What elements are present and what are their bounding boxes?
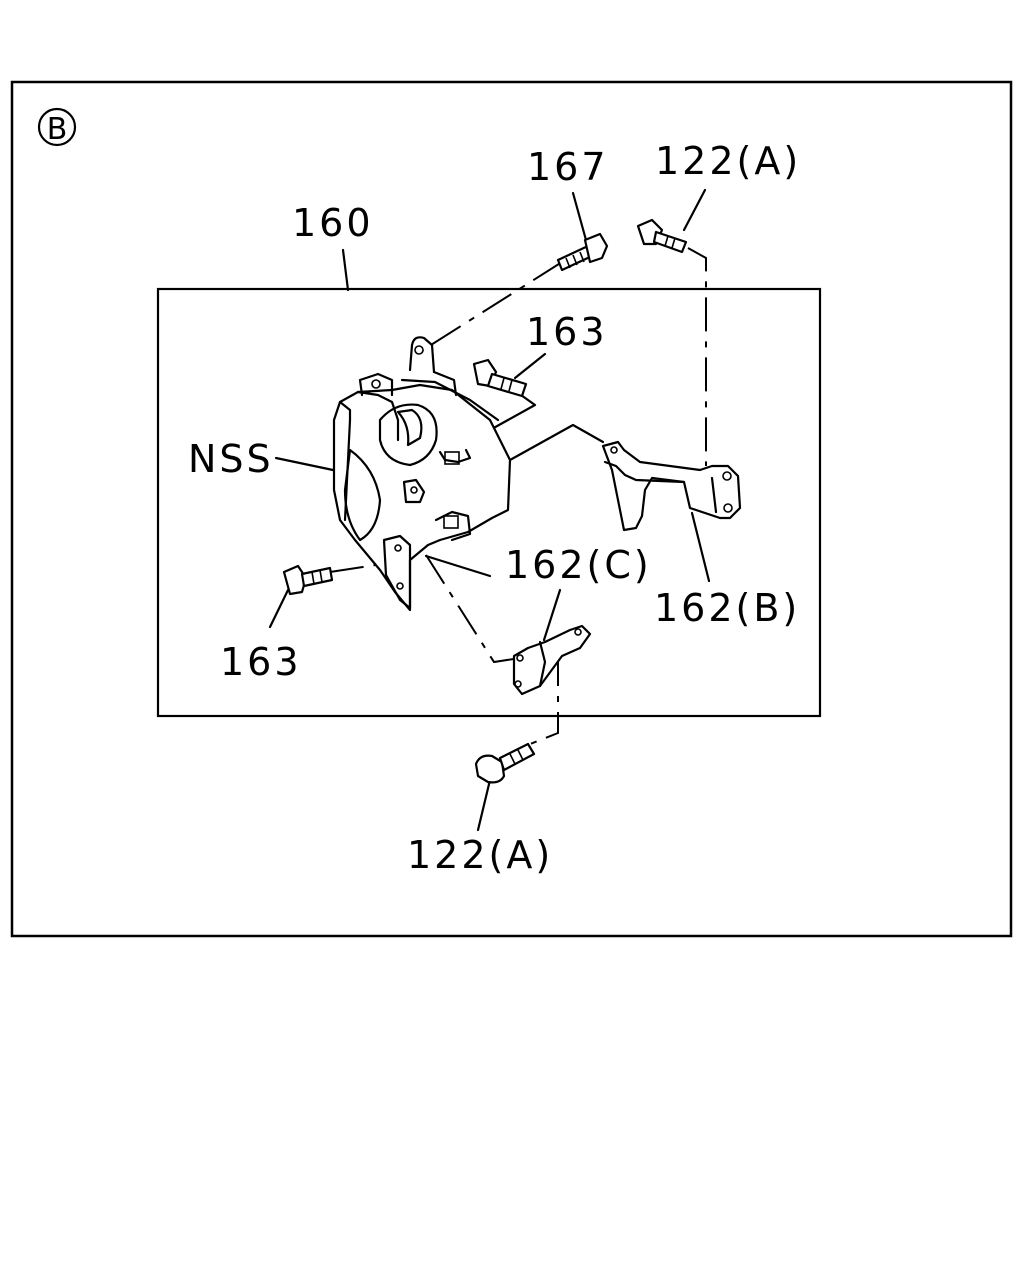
assembly-box-160 — [156, 287, 822, 718]
bracket-162b — [601, 440, 742, 532]
bolt-163-top — [472, 358, 528, 398]
fastener-centerlines — [329, 247, 707, 749]
bracket-162c — [512, 624, 592, 696]
label-162b: 162(B) — [654, 586, 800, 630]
outer-frame — [10, 80, 1013, 938]
label-163-bottom: 163 — [220, 640, 302, 684]
label-167: 167 — [527, 145, 609, 189]
bolt-167 — [556, 232, 609, 272]
bolt-122a-top — [636, 218, 688, 254]
label-122a-top: 122(A) — [655, 139, 801, 183]
leader-lines — [268, 188, 711, 832]
section-marker: B — [37, 107, 77, 147]
label-160: 160 — [292, 201, 374, 245]
bolt-163-bottom — [282, 564, 334, 596]
bolt-122a-bottom — [474, 742, 536, 784]
label-nss: NSS — [188, 437, 274, 481]
nss-bracket — [332, 336, 512, 612]
label-162c: 162(C) — [505, 543, 652, 587]
section-marker-letter: B — [47, 112, 68, 147]
label-122a-bottom: 122(A) — [407, 833, 553, 877]
label-163-top: 163 — [526, 310, 608, 354]
